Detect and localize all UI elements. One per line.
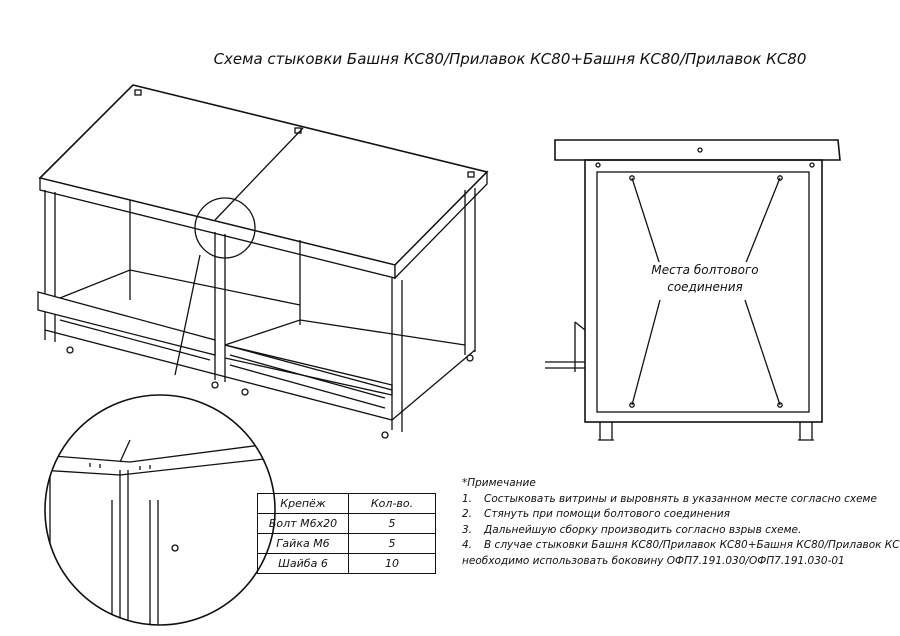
- note-text: Дальнейшую сборку производить согласно в…: [484, 523, 802, 536]
- fastener-name: Болт М6х20: [257, 513, 349, 534]
- notes-heading: *Примечание: [462, 477, 536, 489]
- note-text: В случае стыковки Башня КС80/Прилавок КС…: [484, 539, 900, 551]
- isometric-assembly: [37, 84, 489, 439]
- note-item: 2. Стянуть при помощи болтового соединени…: [462, 507, 900, 523]
- table-row: Шайба 6 10: [257, 553, 436, 574]
- note-item: 3. Дальнейшую сборку производить согласно…: [462, 523, 900, 539]
- header-fastener: Крепёж: [257, 493, 349, 514]
- fastener-name: Гайка М6: [257, 533, 349, 554]
- note-continuation: необходимо использовать боковину ОФП7.19…: [462, 554, 845, 567]
- bolt-joint-label-line2: соединения: [667, 280, 743, 294]
- fastener-qty: 10: [348, 553, 436, 574]
- fastener-qty: 5: [348, 513, 436, 534]
- header-quantity: Кол-во.: [348, 493, 436, 514]
- table-row: Гайка М6 5: [257, 533, 436, 554]
- fasteners-table: Крепёж Кол-во. Болт М6х20 5 Гайка М6 5 Ш…: [257, 493, 436, 574]
- fastener-name: Шайба 6: [257, 553, 349, 574]
- note-number: 1.: [462, 492, 473, 505]
- detail-callout-circle: [194, 197, 256, 259]
- note-item: 4. В случае стыковки Башня КС80/Прилавок …: [462, 538, 900, 554]
- front-view: [545, 139, 841, 441]
- note-number: 3.: [462, 523, 473, 536]
- bolt-joint-label: Места болтового соединения: [645, 262, 765, 296]
- note-item: 1. Состыковать витрины и выровнять в указ…: [462, 492, 900, 508]
- notes-block: *Примечание 1. Состыковать витрины и выро…: [462, 476, 900, 569]
- note-number: 4.: [462, 539, 473, 551]
- note-number: 2.: [462, 508, 473, 520]
- note-text: Состыковать витрины и выровнять в указан…: [484, 492, 877, 505]
- fastener-qty: 5: [348, 533, 436, 554]
- table-row: Болт М6х20 5: [257, 513, 436, 534]
- table-header-row: Крепёж Кол-во.: [257, 493, 436, 514]
- drawing-title: Схема стыковки Башня КС80/Прилавок КС80+…: [213, 50, 807, 68]
- note-text: Стянуть при помощи болтового соединения: [484, 508, 730, 520]
- bolt-joint-label-line1: Места болтового: [651, 263, 759, 277]
